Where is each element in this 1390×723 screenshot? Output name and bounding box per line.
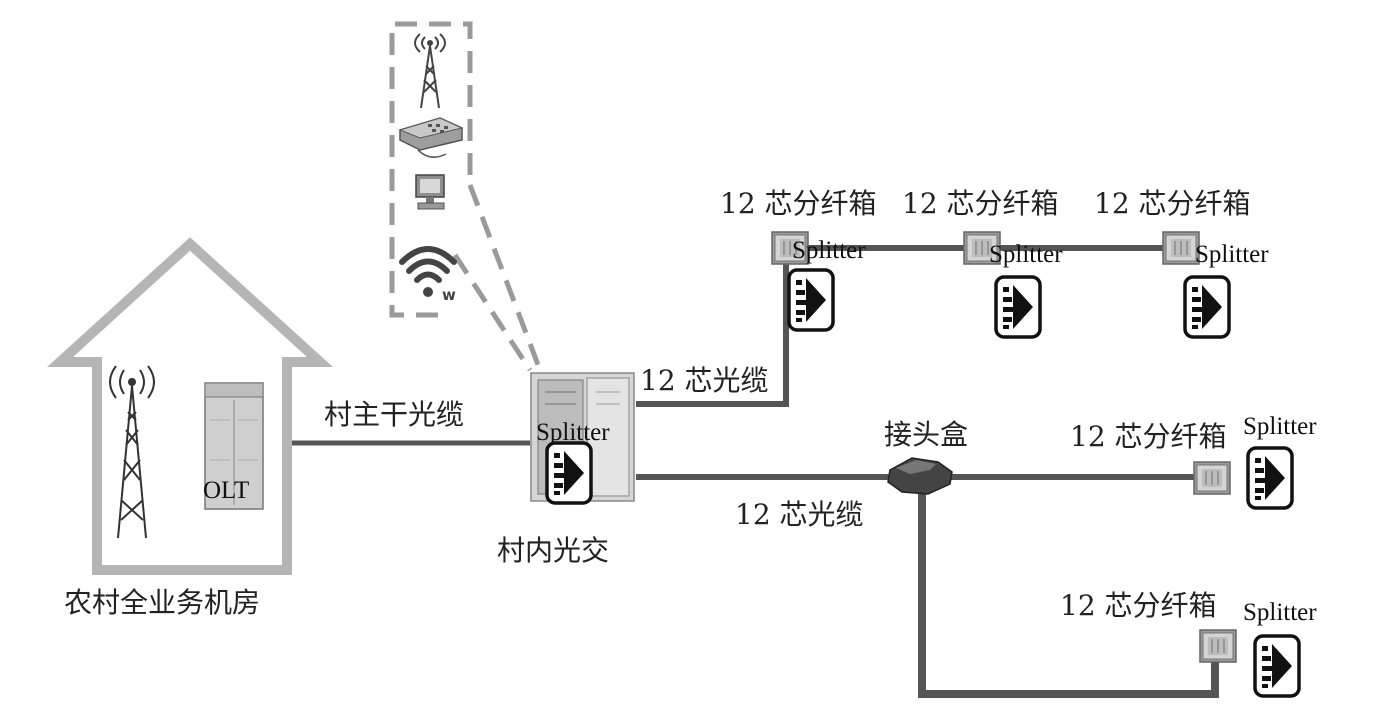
branch-12-core-cable (918, 480, 1219, 698)
splitter-label-4: Splitter (1243, 413, 1317, 440)
splitter-symbol-2 (994, 275, 1042, 339)
fiber-box-4 (1193, 461, 1231, 495)
splitter-symbol-4 (1246, 446, 1294, 510)
fiber-box-5 (1199, 629, 1237, 663)
fiber-box-label-1: 12 芯分纤箱 (720, 187, 877, 220)
room-label: 农村全业务机房 (64, 586, 260, 619)
splitter-symbol-1 (787, 268, 835, 332)
joint-box-label: 接头盒 (884, 418, 968, 451)
lower-cable-label: 12 芯光缆 (735, 498, 864, 531)
fiber-box-label-2: 12 芯分纤箱 (902, 187, 1059, 220)
cabinet-splitter-symbol (545, 441, 593, 505)
fiber-box-label-4: 12 芯分纤箱 (1070, 420, 1227, 453)
olt-label: OLT (203, 477, 249, 504)
village-cabinet-label: 村内光交 (497, 534, 609, 567)
upper-cable-label: 12 芯光缆 (640, 364, 769, 397)
telephone-icon (398, 117, 464, 158)
terminal-group: w (389, 21, 543, 372)
wifi-mark: w (442, 286, 456, 304)
tower-icon (109, 365, 155, 539)
splitter-label-5: Splitter (1243, 599, 1317, 626)
wifi-icon: w (399, 246, 457, 304)
splitter-label-2: Splitter (989, 241, 1063, 268)
fiber-box-label-5: 12 芯分纤箱 (1060, 589, 1217, 622)
joint-box (887, 457, 953, 495)
trunk-cable-label: 村主干光缆 (324, 398, 464, 431)
olt-cabinet (204, 382, 264, 510)
splitter-label-1: Splitter (792, 237, 866, 264)
fiber-box-label-3: 12 芯分纤箱 (1094, 187, 1251, 220)
fiber-box-3 (1162, 231, 1200, 265)
computer-icon (415, 174, 445, 210)
splitter-symbol-3 (1183, 275, 1231, 339)
splitter-symbol-5 (1253, 634, 1301, 698)
tower-icon (414, 33, 446, 109)
equipment-room: OLT (47, 237, 333, 575)
splitter-label-3: Splitter (1195, 241, 1269, 268)
